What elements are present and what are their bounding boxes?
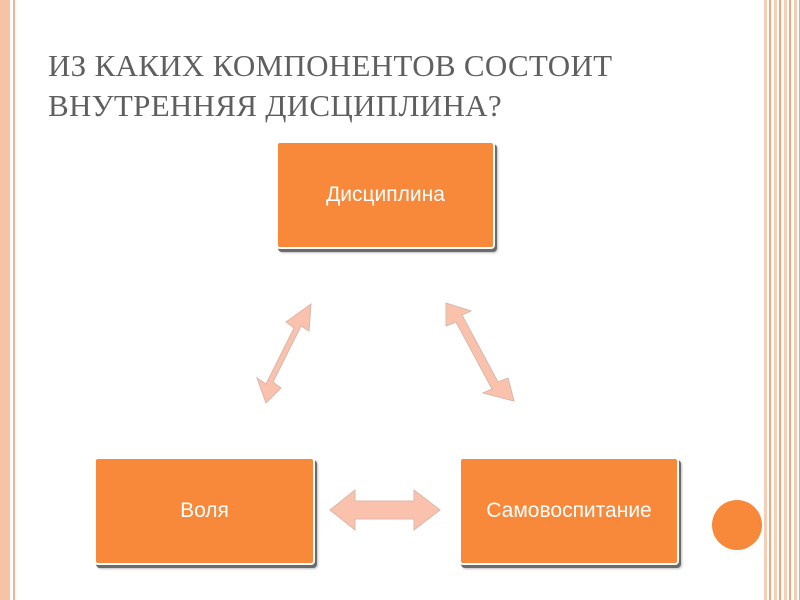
double-arrow-top-left (256, 302, 312, 404)
node-discipline-label: Дисциплина (326, 183, 445, 206)
node-will: Воля (94, 457, 315, 565)
node-self-education-label: Самовоспитание (486, 499, 652, 522)
slide-title-line-2: ВНУТРЕННЯЯ ДИСЦИПЛИНА? (48, 88, 502, 123)
slide-frame-left (0, 0, 10, 600)
decorative-circle (712, 500, 762, 550)
slide-frame-right-stripes (764, 0, 800, 600)
node-self-education: Самовоспитание (459, 457, 679, 565)
node-will-label: Воля (180, 499, 229, 522)
slide-title: ИЗ КАКИХ КОМПОНЕНТОВ СОСТОИТ ВНУТРЕННЯЯ … (48, 46, 748, 126)
slide-frame-left-line (13, 0, 15, 600)
slide-title-line-1: ИЗ КАКИХ КОМПОНЕНТОВ СОСТОИТ (48, 48, 613, 83)
node-discipline: Дисциплина (276, 141, 495, 249)
double-arrow-bottom (329, 488, 441, 532)
double-arrow-top-right (445, 302, 515, 402)
